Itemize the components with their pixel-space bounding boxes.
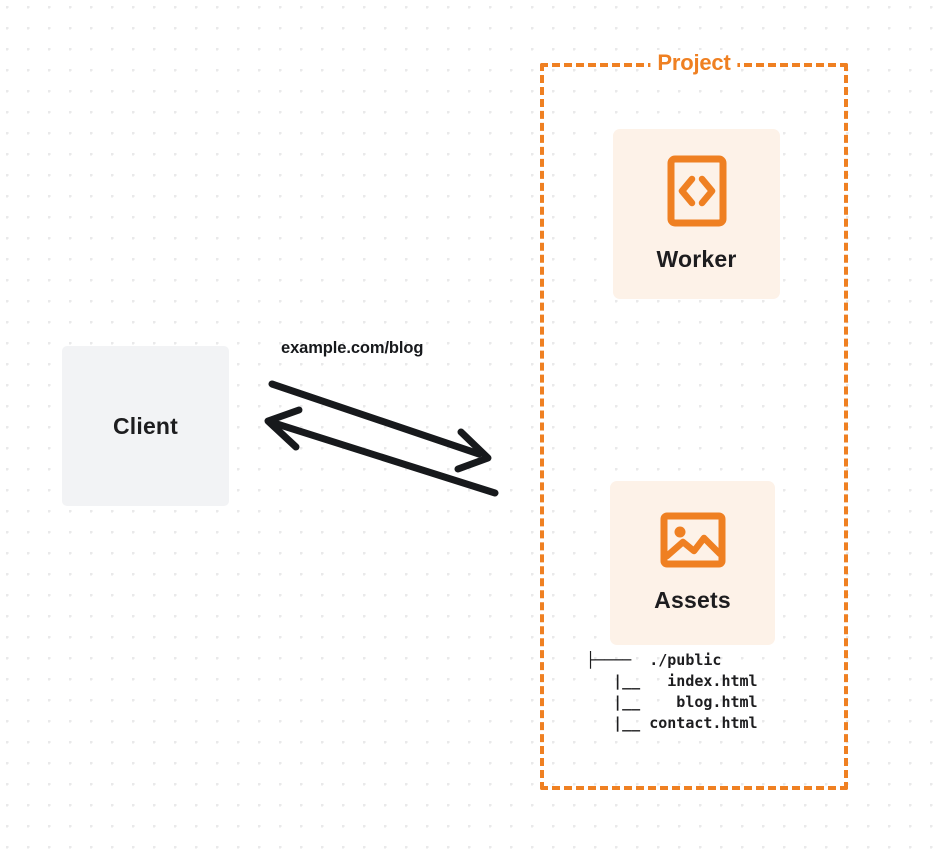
node-assets-label: Assets (654, 587, 731, 613)
assets-file-tree: ├──── ./public |__ index.html |__ blog.h… (586, 650, 758, 734)
file-tree-line-blog: |__ blog.html (586, 693, 758, 711)
node-client[interactable]: Client (62, 346, 229, 506)
edge-label-request-url: example.com/blog (281, 339, 424, 357)
node-worker[interactable]: Worker (613, 129, 780, 299)
project-title: Project (650, 50, 738, 76)
node-client-label: Client (112, 412, 179, 439)
arrow-response (264, 406, 499, 497)
project-container: Project (540, 50, 848, 790)
node-assets[interactable]: Assets (610, 481, 775, 645)
file-tree-line-index: |__ index.html (586, 672, 758, 690)
node-worker-label: Worker (656, 246, 737, 272)
arrow-request (268, 380, 492, 473)
file-tree-line-root: ├──── ./public (586, 651, 722, 669)
image-picture-icon (660, 512, 726, 573)
file-tree-line-contact: |__ contact.html (586, 714, 758, 732)
code-brackets-icon (667, 155, 727, 232)
